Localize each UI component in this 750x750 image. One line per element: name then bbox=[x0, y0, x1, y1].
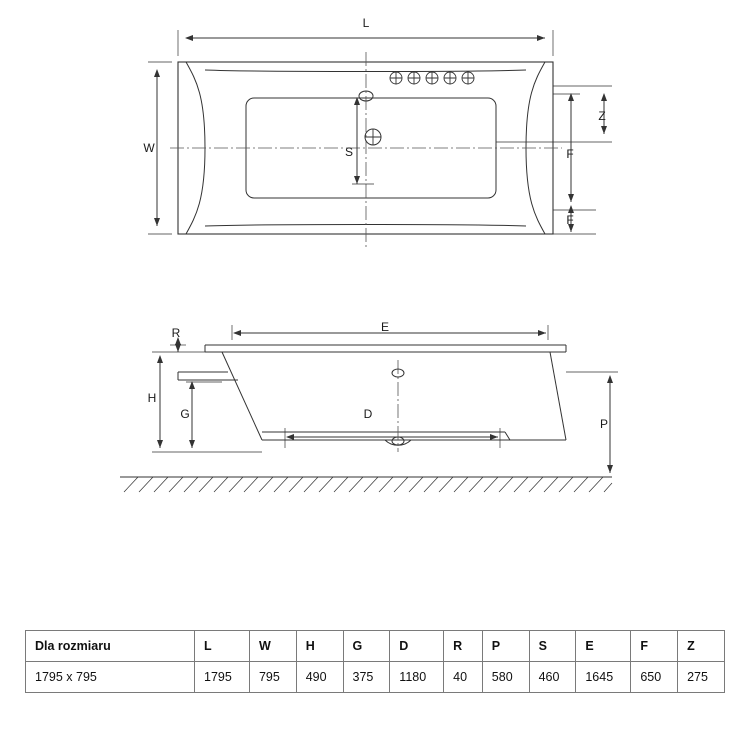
label-D: D bbox=[364, 407, 373, 421]
table-header-row: Dla rozmiaru L W H G D R P S E F Z bbox=[25, 630, 725, 662]
spec-table-wrapper: Dla rozmiaru L W H G D R P S E F Z 1795 … bbox=[25, 630, 725, 693]
table-cell: 490 bbox=[295, 661, 344, 693]
table-cell: 1180 bbox=[389, 661, 445, 693]
label-P: P bbox=[600, 417, 608, 431]
table-cell: 40 bbox=[443, 661, 483, 693]
table-header-cell: E bbox=[575, 630, 632, 662]
table-header-cell: H bbox=[295, 630, 344, 662]
table-header-cell: P bbox=[481, 630, 530, 662]
label-L: L bbox=[363, 16, 370, 30]
label-H: H bbox=[148, 391, 157, 405]
label-G: G bbox=[180, 407, 189, 421]
table-header-cell: Z bbox=[677, 630, 725, 662]
label-R: R bbox=[172, 326, 181, 340]
label-W: W bbox=[143, 141, 155, 155]
table-cell: 275 bbox=[677, 661, 725, 693]
table-header-cell: F bbox=[630, 630, 679, 662]
table-cell: 460 bbox=[528, 661, 577, 693]
label-E: E bbox=[381, 320, 389, 334]
table-row: 1795 x 795 1795 795 490 375 1180 40 580 … bbox=[25, 661, 725, 693]
table-header-cell: Dla rozmiaru bbox=[25, 630, 195, 662]
table-cell: 650 bbox=[630, 661, 679, 693]
table-header-cell: D bbox=[389, 630, 445, 662]
table-header-cell: S bbox=[528, 630, 577, 662]
label-S: S bbox=[345, 145, 353, 159]
table-header-cell: L bbox=[194, 630, 250, 662]
table-cell: 375 bbox=[342, 661, 391, 693]
table-cell: 1645 bbox=[575, 661, 632, 693]
table-cell: 1795 x 795 bbox=[25, 661, 195, 693]
spec-table: Dla rozmiaru L W H G D R P S E F Z 1795 … bbox=[25, 630, 725, 693]
label-Z: Z bbox=[598, 109, 605, 123]
table-header-cell: W bbox=[248, 630, 297, 662]
table-header-cell: R bbox=[443, 630, 483, 662]
label-F-small: F bbox=[566, 213, 573, 227]
table-cell: 795 bbox=[248, 661, 297, 693]
label-F-large: F bbox=[566, 147, 573, 161]
table-cell: 1795 bbox=[194, 661, 250, 693]
table-cell: 580 bbox=[481, 661, 530, 693]
table-header-cell: G bbox=[342, 630, 391, 662]
